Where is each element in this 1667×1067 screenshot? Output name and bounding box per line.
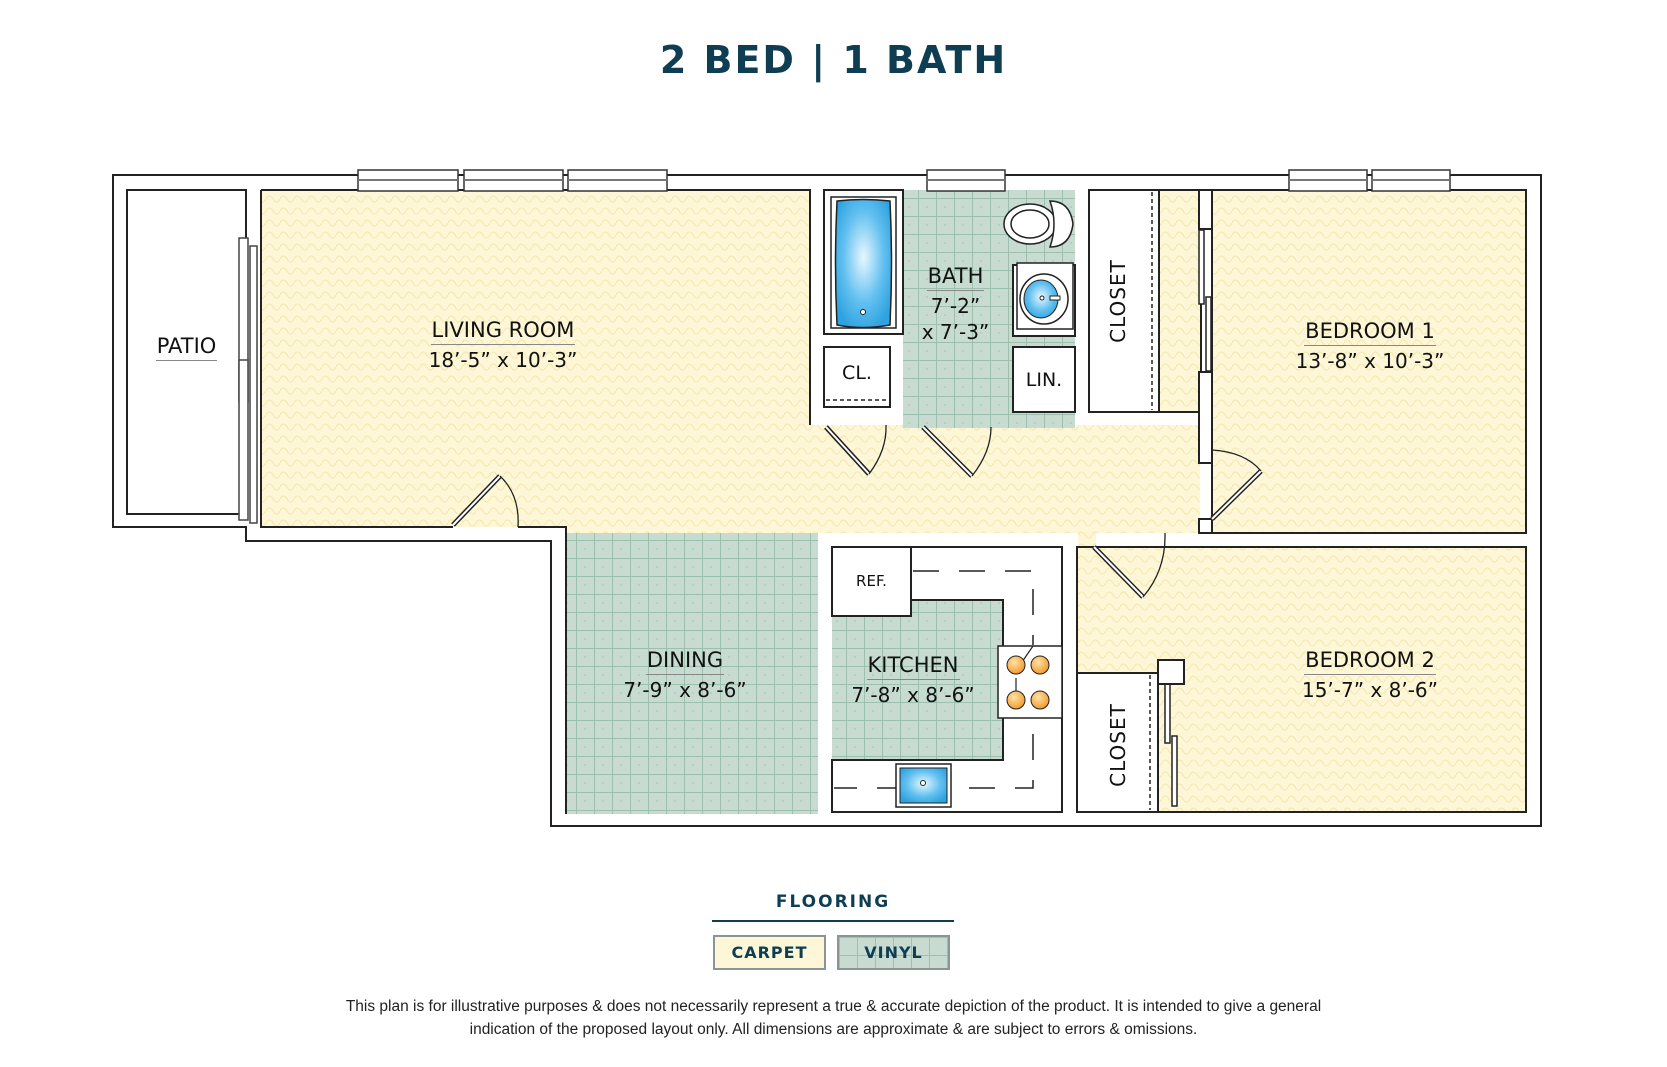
legend-label: CARPET [731, 943, 808, 962]
legend-label: VINYL [864, 943, 923, 962]
disclaimer: This plan is for illustrative purposes &… [0, 995, 1667, 1041]
patio-sliding-door [238, 237, 258, 524]
legend-item-vinyl: VINYL [837, 935, 950, 970]
doors [451, 424, 1263, 599]
room-dimensions: 13’-8” x 10’-3” [1295, 349, 1445, 373]
room-label-bath: BATH 7’-2” x 7’-3” [903, 264, 1008, 347]
room-name: BEDROOM 1 [1304, 319, 1436, 346]
room-label-patio: PATIO [127, 334, 246, 361]
room-dimensions: 15’-7” x 8’-6” [1301, 678, 1439, 702]
room-label-bedroom-2: BEDROOM 2 15’-7” x 8’-6” [1270, 648, 1470, 705]
closet-rod-lines [826, 192, 1153, 810]
plan-title: 2 BED | 1 BATH [659, 38, 1008, 82]
bathtub-icon [830, 196, 897, 329]
label-hall-closet: CL. [842, 362, 872, 384]
room-dimensions: 7’-9” x 8’-6” [623, 678, 747, 702]
label-closet-bedroom-1: CLOSET [1106, 259, 1130, 343]
sink-icon [1016, 262, 1074, 330]
room-dimensions: 18’-5” x 10’-3” [428, 348, 578, 372]
label-linen-closet: LIN. [1025, 369, 1063, 391]
room-label-bedroom-1: BEDROOM 1 13’-8” x 10’-3” [1270, 319, 1470, 376]
room-dimensions: 7’-8” x 8’-6” [851, 683, 975, 707]
label-refrigerator: REF. [856, 572, 887, 590]
room-name: PATIO [155, 334, 218, 361]
stove-icon [997, 645, 1063, 719]
room-name: BATH [926, 264, 985, 291]
room-name: KITCHEN [866, 653, 960, 680]
legend-divider [712, 920, 954, 922]
legend-title: FLOORING [775, 892, 891, 912]
dining-floor [566, 533, 818, 814]
room-name: LIVING ROOM [430, 318, 576, 345]
living-hall-floor [261, 190, 1200, 547]
room-dimensions: x 7’-3” [921, 320, 990, 344]
kitchen-floor [832, 600, 1003, 760]
patio-floor [126, 189, 247, 515]
bedroom-1-floor [1211, 189, 1527, 534]
label-closet-bedroom-2: CLOSET [1106, 703, 1130, 787]
wall-stubs [1157, 189, 1213, 685]
room-name: BEDROOM 2 [1304, 648, 1436, 675]
kitchen-sink-icon [895, 763, 952, 808]
disclaimer-line-1: This plan is for illustrative purposes &… [345, 998, 1322, 1015]
legend-item-carpet: CARPET [713, 935, 826, 970]
windows [357, 169, 1451, 192]
room-dimensions: 7’-2” [930, 294, 981, 318]
room-label-kitchen: KITCHEN 7’-8” x 8’-6” [818, 653, 1008, 710]
toilet-icon [1003, 200, 1074, 248]
room-label-living-room: LIVING ROOM 18’-5” x 10’-3” [380, 318, 626, 375]
room-label-dining: DINING 7’-9” x 8’-6” [590, 648, 780, 705]
disclaimer-line-2: indication of the proposed layout only. … [469, 1021, 1198, 1038]
room-name: DINING [645, 648, 725, 675]
